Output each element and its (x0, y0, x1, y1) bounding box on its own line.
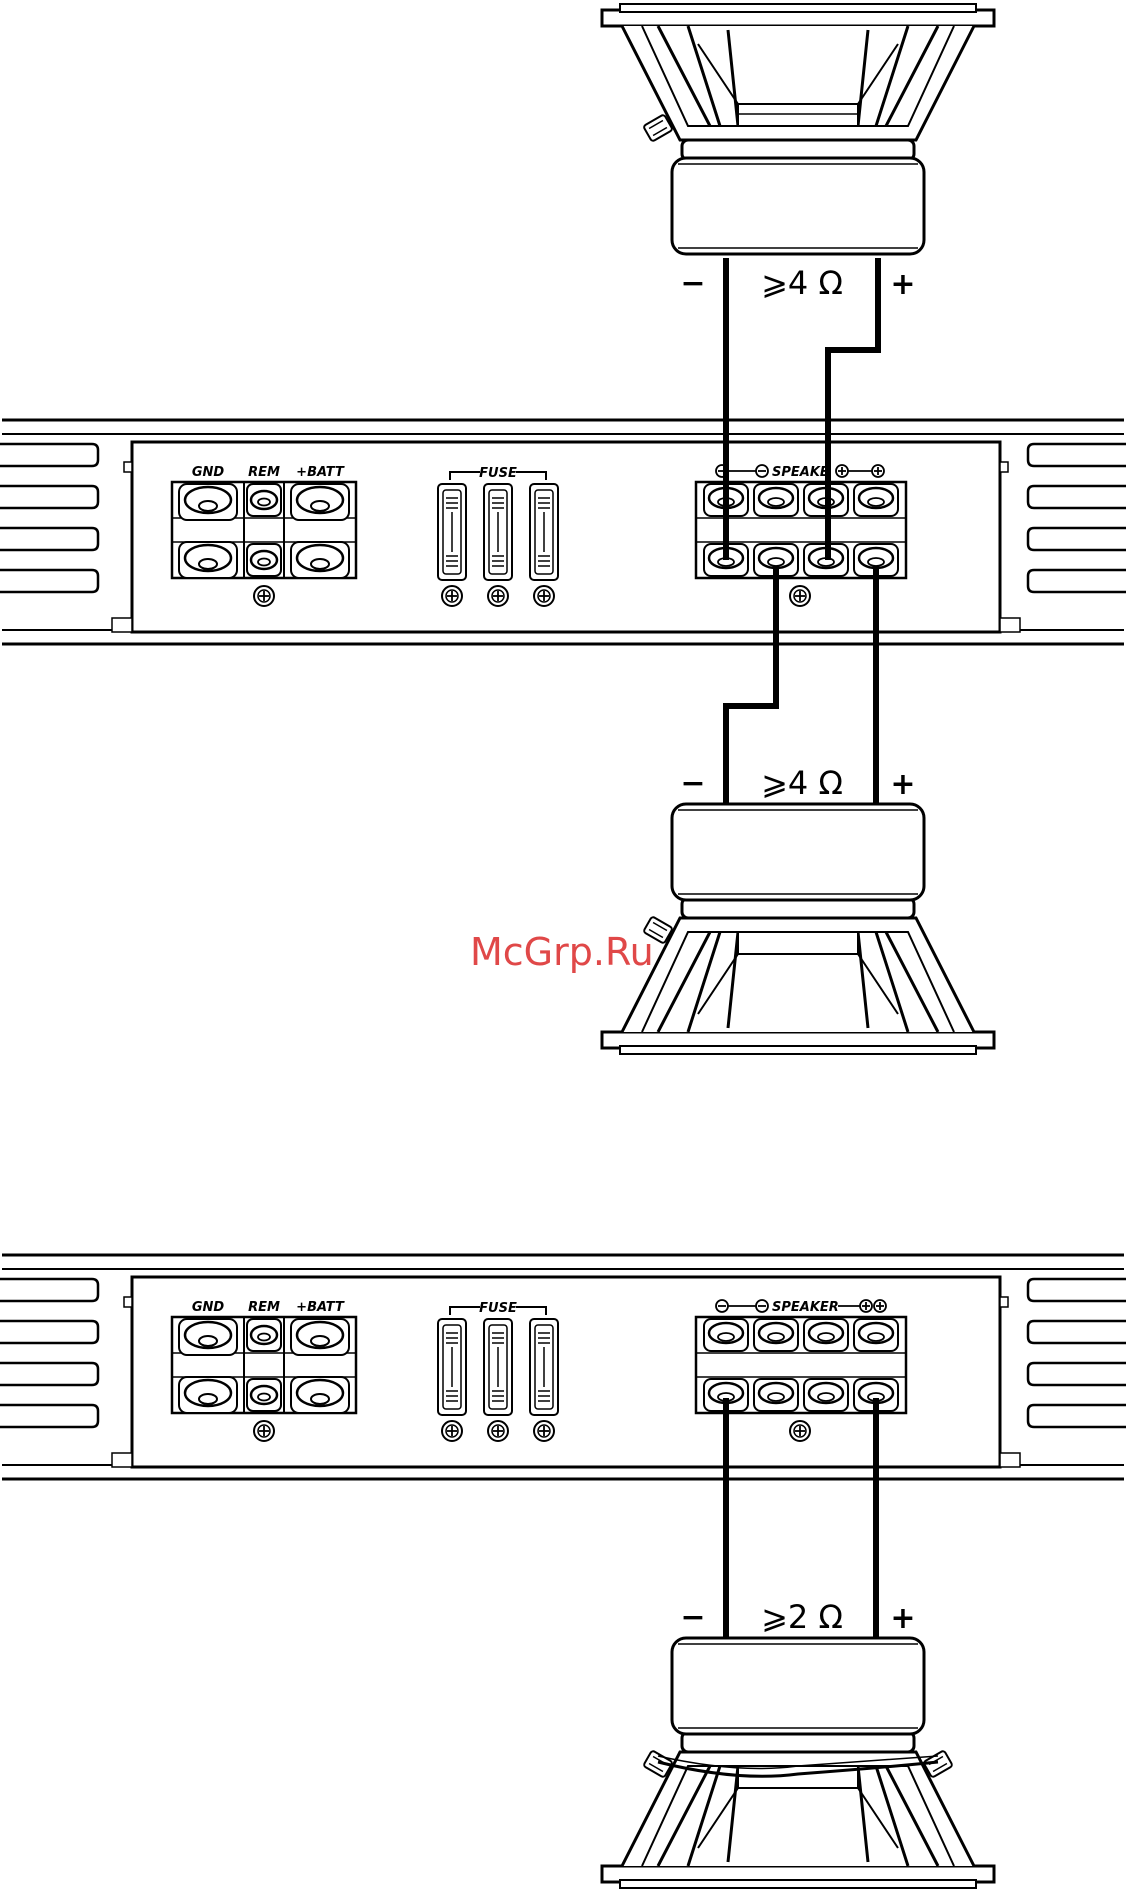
ground-screw-icon (254, 586, 274, 606)
fuse-label: FUSE (479, 1301, 517, 1316)
speaker2-impedance-label: ⩾4 Ω (761, 764, 843, 802)
speaker3-impedance-label: ⩾2 Ω (761, 1598, 843, 1636)
speaker3-minus-label: − (680, 1600, 705, 1635)
watermark: McGrp.Ru (470, 930, 654, 974)
gnd-label: GND (192, 1300, 225, 1315)
speaker-label: SPEAKER (772, 1300, 839, 1315)
fuse-icon (530, 1319, 558, 1415)
speaker3-plus-label: + (890, 1601, 915, 1636)
amplifier-bottom: GND REM +BATT FUSE (0, 1255, 1126, 1479)
bottom-panel: GND REM +BATT FUSE (0, 1255, 1126, 1888)
speaker1-impedance-label: ⩾4 Ω (761, 264, 843, 302)
speaker2-minus-label: − (680, 766, 705, 801)
batt-label: +BATT (296, 1300, 345, 1315)
speaker1-plus-label: + (890, 267, 915, 302)
amplifier-top: GND REM +BATT FUSE (0, 420, 1126, 644)
fuse-label: FUSE (479, 466, 517, 481)
speaker2-plus-label: + (890, 767, 915, 802)
speaker-top-1 (602, 4, 994, 254)
fuse-icon (484, 1319, 512, 1415)
speaker-top-2 (602, 804, 994, 1054)
ground-screw-icon (254, 1421, 274, 1441)
speaker-bottom (602, 1638, 994, 1888)
top-panel: − ⩾4 Ω + (0, 4, 1126, 1054)
rem-label: REM (248, 1300, 280, 1315)
fuse-icon (484, 484, 512, 580)
speaker1-minus-label: − (680, 266, 705, 301)
fuse-icon (438, 484, 466, 580)
fuse-icon (438, 1319, 466, 1415)
speaker-label: SPEAKE (772, 465, 829, 480)
rem-label: REM (248, 465, 280, 480)
gnd-label: GND (192, 465, 225, 480)
batt-label: +BATT (296, 465, 345, 480)
fuse-icon (530, 484, 558, 580)
